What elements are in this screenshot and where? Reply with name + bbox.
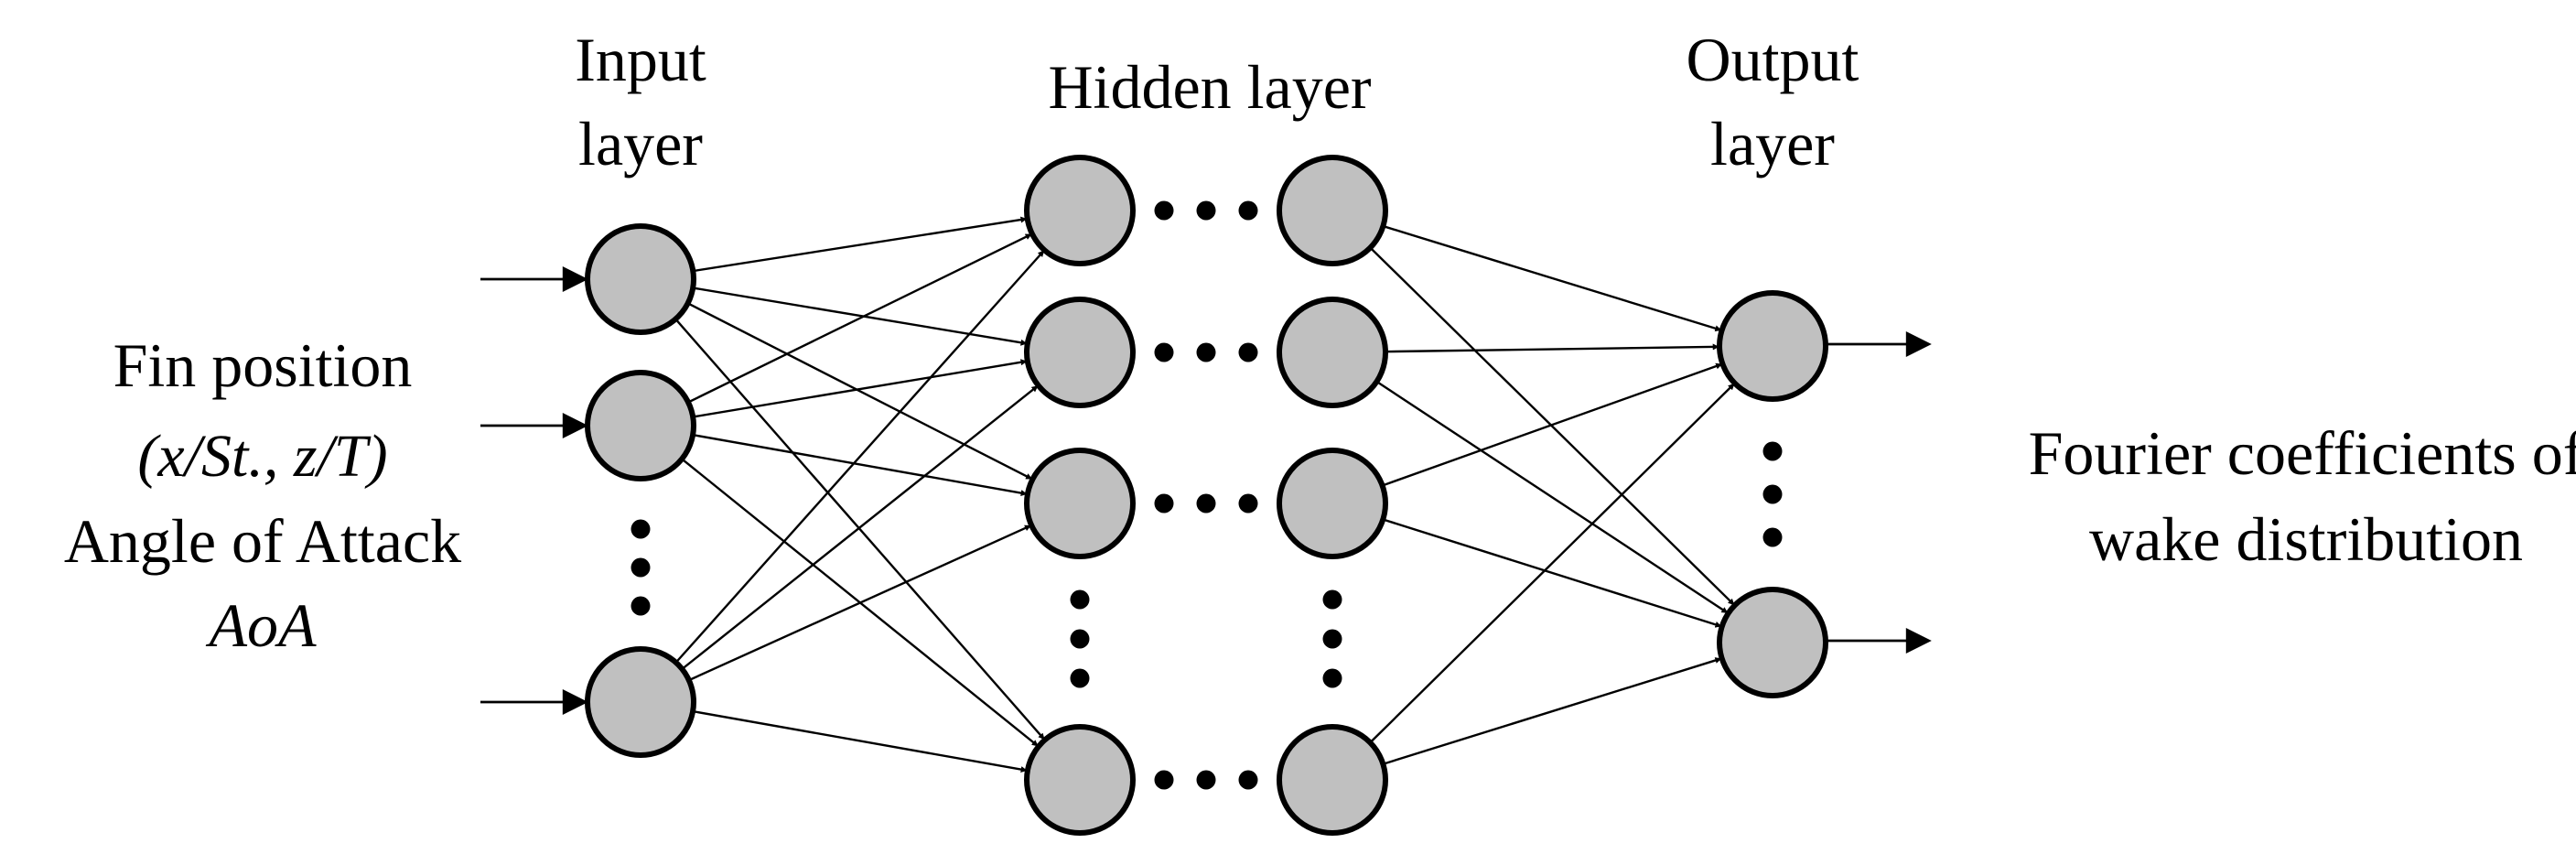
ellipsis-dot bbox=[631, 596, 651, 616]
io-arrows bbox=[480, 266, 1932, 715]
edge-input-to-hidden bbox=[674, 318, 1045, 740]
ellipsis-dot bbox=[1238, 342, 1258, 362]
ellipsis-dot bbox=[1196, 493, 1216, 513]
hidden-neuron bbox=[1277, 155, 1388, 266]
edge-input-to-hidden bbox=[687, 232, 1032, 404]
input-label-fin-coordinates: (x/St., z/T) bbox=[137, 423, 387, 490]
ellipsis-dot bbox=[1322, 589, 1342, 610]
edge-hidden-to-output bbox=[1375, 380, 1729, 614]
hidden-layer-title: Hidden layer bbox=[1048, 52, 1371, 122]
input-neuron bbox=[585, 370, 696, 481]
hidden-neuron bbox=[1024, 155, 1136, 266]
input-neuron bbox=[585, 646, 696, 758]
ellipsis-dot bbox=[1154, 342, 1174, 362]
ellipsis-dot bbox=[1070, 629, 1090, 649]
ellipsis-dot bbox=[1154, 200, 1174, 221]
edge-input-to-hidden bbox=[693, 286, 1028, 346]
edge-input-to-hidden bbox=[693, 216, 1028, 273]
ellipsis-dot bbox=[631, 519, 651, 539]
ellipsis-dot bbox=[1238, 770, 1258, 790]
ellipsis-dot bbox=[1154, 493, 1174, 513]
hidden-neuron bbox=[1024, 448, 1136, 559]
ellipsis-dot bbox=[1762, 441, 1783, 461]
hidden-neuron bbox=[1024, 724, 1136, 836]
hidden-neuron bbox=[1277, 724, 1388, 836]
ellipsis-dot bbox=[1322, 629, 1342, 649]
ellipsis-dot bbox=[1070, 668, 1090, 688]
input-label-angle-of-attack: Angle of Attack bbox=[64, 506, 461, 576]
hidden-neuron bbox=[1024, 297, 1136, 408]
edge-input-to-hidden bbox=[692, 709, 1028, 773]
edge-hidden-to-output bbox=[1385, 343, 1719, 353]
ellipsis-dot bbox=[1070, 589, 1090, 610]
ellipsis-dots bbox=[631, 200, 1783, 790]
edge-hidden-to-output bbox=[1383, 224, 1722, 332]
edge-input-to-hidden bbox=[681, 384, 1039, 670]
hidden-neuron bbox=[1277, 297, 1388, 408]
edge-hidden-to-output bbox=[1383, 657, 1722, 765]
ellipsis-dot bbox=[1238, 200, 1258, 221]
input-label-fin-position: Fin position bbox=[113, 330, 413, 400]
edge-hidden-to-output bbox=[1369, 383, 1735, 744]
output-layer-title-line2: layer bbox=[1710, 109, 1835, 178]
output-neuron bbox=[1717, 290, 1828, 402]
output-layer-title-line1: Output bbox=[1687, 25, 1859, 94]
input-neuron bbox=[585, 223, 696, 335]
ellipsis-dot bbox=[1238, 493, 1258, 513]
output-label-line1: Fourier coefficients of bbox=[2029, 418, 2576, 488]
connection-lines bbox=[674, 216, 1735, 773]
edge-hidden-to-output bbox=[1382, 362, 1723, 487]
input-layer-title-line1: Input bbox=[575, 25, 706, 94]
ellipsis-dot bbox=[631, 557, 651, 578]
hidden-neuron bbox=[1277, 448, 1388, 559]
edge-input-to-hidden bbox=[674, 250, 1045, 664]
ellipsis-dot bbox=[1196, 770, 1216, 790]
edge-input-to-hidden bbox=[687, 302, 1033, 481]
input-layer-title-line2: layer bbox=[578, 109, 703, 178]
output-label-line2: wake distribution bbox=[2089, 504, 2523, 574]
ellipsis-dot bbox=[1154, 770, 1174, 790]
edge-input-to-hidden bbox=[688, 524, 1031, 682]
ellipsis-dot bbox=[1762, 484, 1783, 504]
edge-input-to-hidden bbox=[693, 359, 1028, 418]
edge-input-to-hidden bbox=[692, 433, 1028, 497]
ellipsis-dot bbox=[1196, 200, 1216, 221]
edge-hidden-to-output bbox=[1369, 246, 1735, 606]
edge-hidden-to-output bbox=[1382, 518, 1722, 628]
ellipsis-dot bbox=[1196, 342, 1216, 362]
ellipsis-dot bbox=[1322, 668, 1342, 688]
output-neuron bbox=[1717, 587, 1828, 698]
ellipsis-dot bbox=[1762, 527, 1783, 547]
neurons bbox=[585, 155, 1828, 836]
input-label-aoa: AoA bbox=[205, 590, 317, 660]
